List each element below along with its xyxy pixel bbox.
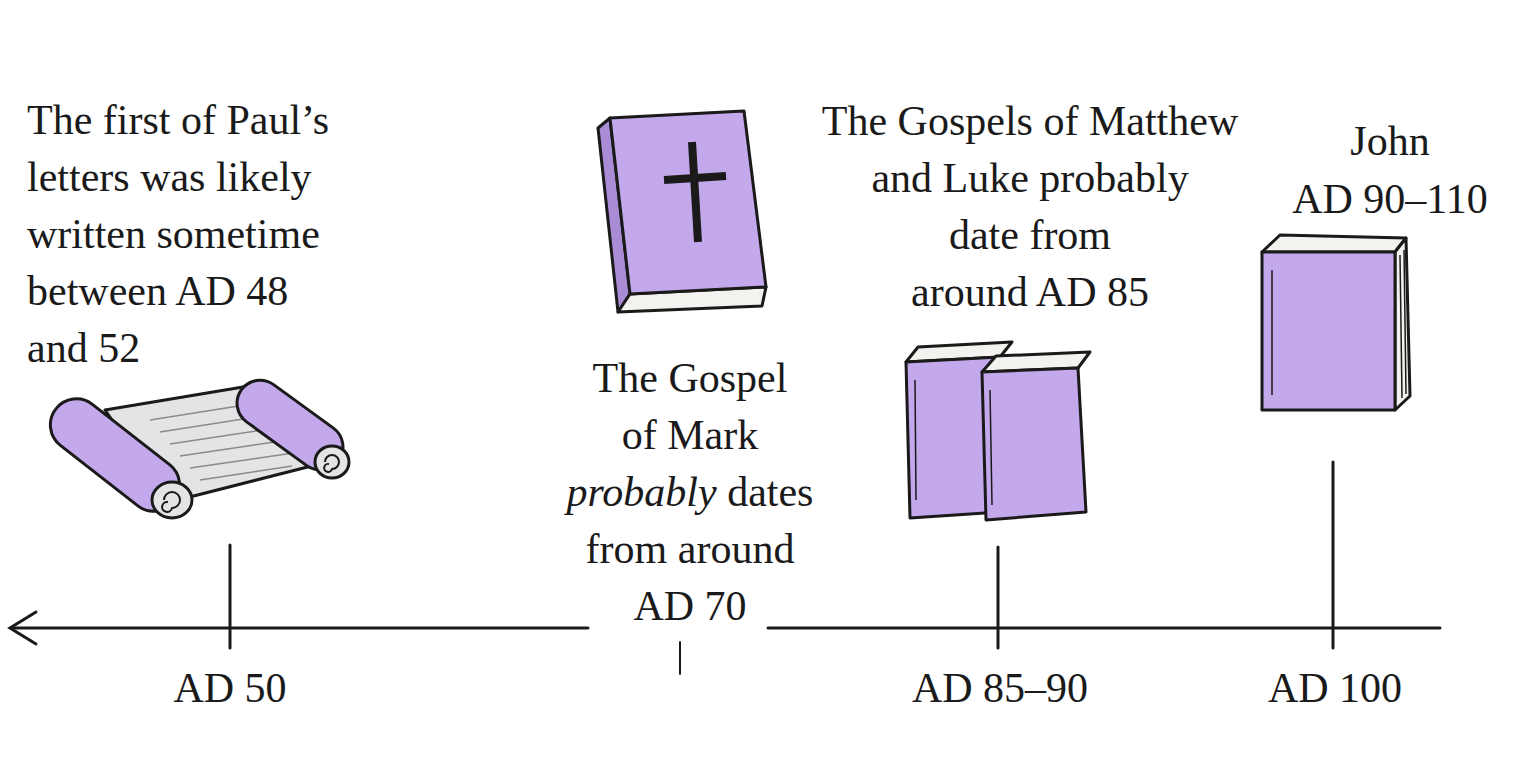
axis-arrowhead bbox=[10, 612, 36, 644]
text-line: The first of Paul’s bbox=[27, 92, 417, 149]
books-icon bbox=[906, 342, 1090, 520]
axis-label: AD 100 bbox=[1185, 660, 1485, 717]
text-line: John bbox=[1265, 112, 1515, 170]
tick-mark bbox=[679, 642, 681, 674]
scroll-icon bbox=[40, 371, 352, 522]
axis-label: AD 50 bbox=[80, 660, 380, 717]
text-line: of Mark bbox=[540, 407, 840, 464]
text-line: written sometime bbox=[27, 206, 417, 263]
timeline-note: The Gospels of Matthew and Luke probably… bbox=[765, 93, 1295, 321]
text-line: AD 50 bbox=[80, 660, 380, 717]
text-line: between AD 48 bbox=[27, 263, 417, 320]
timeline-note: John AD 90–110 bbox=[1265, 112, 1515, 228]
text-line: AD 70 bbox=[540, 578, 840, 635]
emphasis: probably bbox=[567, 469, 717, 515]
text-line: date from bbox=[765, 207, 1295, 264]
timeline-axis bbox=[768, 627, 1440, 630]
text-line: and Luke probably bbox=[765, 150, 1295, 207]
timeline-note: The first of Paul’s letters was likely w… bbox=[27, 92, 417, 377]
bible-icon bbox=[598, 111, 766, 312]
text-line: The Gospels of Matthew bbox=[765, 93, 1295, 150]
text-line: AD 90–110 bbox=[1265, 170, 1515, 228]
text-line: probably dates bbox=[540, 464, 840, 521]
text-line: from around bbox=[540, 521, 840, 578]
text-line: around AD 85 bbox=[765, 264, 1295, 321]
text-line: AD 100 bbox=[1185, 660, 1485, 717]
timeline-axis bbox=[12, 627, 588, 630]
axis-label: AD 85–90 bbox=[850, 660, 1150, 717]
tick-mark bbox=[1332, 462, 1335, 648]
text-line: and 52 bbox=[27, 320, 417, 377]
text-line: letters was likely bbox=[27, 149, 417, 206]
text-line: The Gospel bbox=[540, 350, 840, 407]
book-icon bbox=[1262, 235, 1410, 410]
tick-mark bbox=[997, 547, 1000, 648]
text-line: AD 85–90 bbox=[850, 660, 1150, 717]
tick-mark bbox=[229, 545, 232, 648]
timeline-note: The Gospel of Mark probably dates from a… bbox=[540, 350, 840, 635]
